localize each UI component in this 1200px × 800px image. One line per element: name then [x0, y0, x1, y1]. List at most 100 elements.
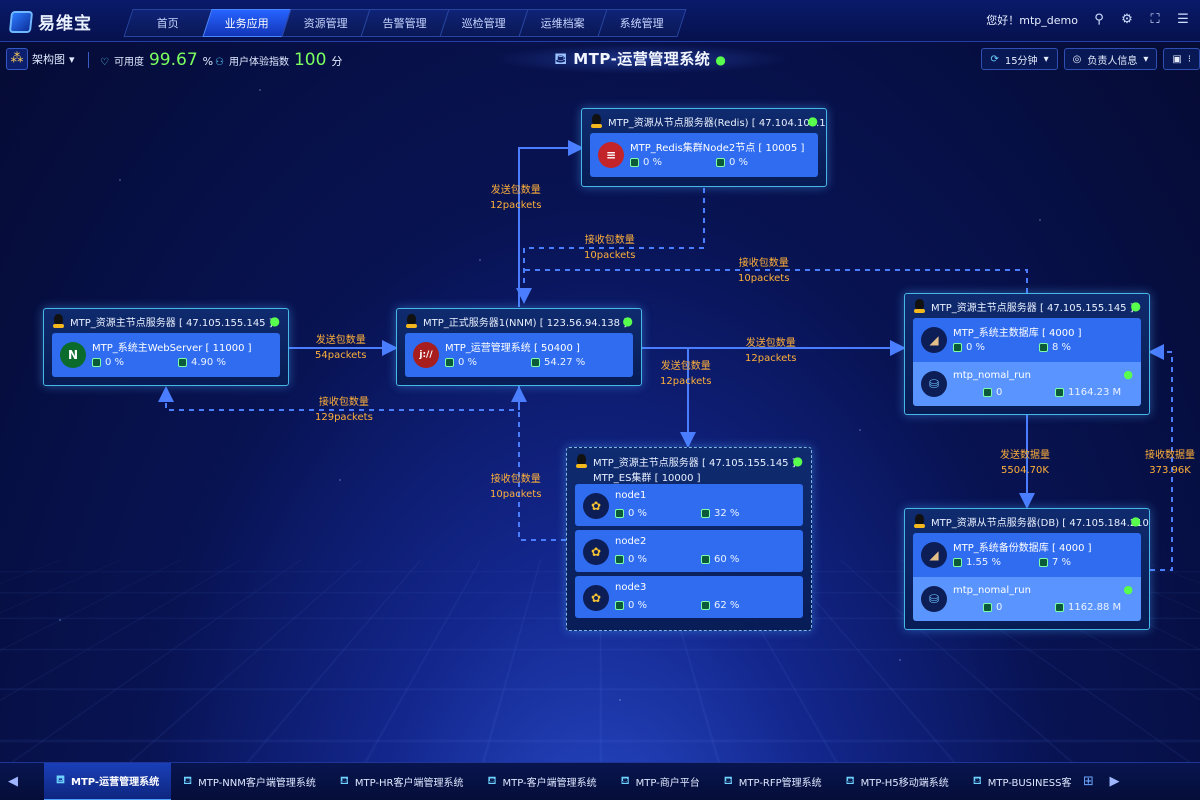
link-label-value: 129packets	[315, 412, 373, 423]
service-card[interactable]: N MTP_系统主WebServer [ 11000 ] 0 % 4.90 %	[52, 333, 280, 377]
service-card[interactable]: ◢ MTP_系统备份数据库 [ 4000 ] 1.55 % 7 %	[913, 533, 1141, 577]
link-label-value: 373.96K	[1149, 465, 1191, 476]
database-icon: ⛁	[921, 371, 947, 397]
scroll-right-icon[interactable]: ▶	[1109, 774, 1120, 789]
bottom-tab[interactable]: ⛾MTP-BUSINESS客	[961, 763, 1076, 800]
node-redis[interactable]: MTP_资源从节点服务器(Redis) [ 47.104.106.1... ● …	[581, 108, 827, 187]
linux-icon	[405, 314, 418, 328]
add-tab-icon[interactable]: ⊞	[1083, 774, 1094, 789]
service-card[interactable]: ◢ MTP_系统主数据库 [ 4000 ] 0 % 8 %	[913, 318, 1141, 362]
cpu-icon	[445, 358, 454, 367]
linux-icon	[913, 514, 926, 528]
node-db-slave[interactable]: MTP_资源从节点服务器(DB) [ 47.105.184.210 ] ● ◢ …	[904, 508, 1150, 630]
link-label-title: 发送包数量	[315, 335, 366, 346]
service-name: MTP_系统主数据库 [ 4000 ]	[953, 328, 1082, 339]
owner-info-button[interactable]: ◎ 负责人信息 ▾	[1063, 48, 1158, 70]
mem-stat: 0 %	[716, 157, 748, 168]
status-bulb-icon: ●	[269, 314, 280, 328]
node-db-master[interactable]: MTP_资源主节点服务器 [ 47.105.155.145 ] ● ◢ MTP_…	[904, 293, 1150, 415]
greeting[interactable]: 您好！mtp_demo	[986, 14, 1078, 27]
mem-stat: 8 %	[1039, 342, 1071, 353]
node-title-group: MTP_资源主节点服务器 [ 47.105.155.145 ] MTP_ES集群…	[593, 454, 796, 484]
mem-stat: 60 %	[701, 554, 739, 565]
availability-value: 99.67	[148, 50, 198, 70]
node-header: MTP_资源主节点服务器 [ 47.105.155.145 ] MTP_ES集群…	[567, 448, 811, 484]
cpu-icon	[615, 555, 624, 564]
arch-view-select[interactable]: ⁂ 架构图 ▾	[6, 48, 75, 70]
elasticsearch-icon: ✿	[583, 493, 609, 519]
node-nnm[interactable]: MTP_正式服务器1(NNM) [ 123.56.94.138 ] ● j://…	[396, 308, 642, 386]
cpu-icon	[615, 601, 624, 610]
service-name: MTP_运营管理系统 [ 50400 ]	[445, 343, 580, 354]
ux-value: 100	[293, 50, 327, 70]
ux-metric: ⚇ 用户体验指数 100 分	[215, 50, 342, 70]
schema-card[interactable]: ⛁ mtp_nomal_run ● 0 1162.88 M	[913, 577, 1141, 621]
redis-icon: ≡	[598, 142, 624, 168]
link-label-title: 接收包数量	[584, 235, 635, 246]
bottom-tab[interactable]: ⛾MTP-HR客户端管理系统	[328, 763, 476, 800]
link-label-title: 发送包数量	[660, 361, 711, 372]
interval-select[interactable]: 15分钟	[1004, 55, 1038, 67]
service-name: MTP_Redis集群Node2节点 [ 10005 ]	[630, 143, 805, 154]
service-name: MTP_系统主WebServer [ 11000 ]	[92, 343, 252, 354]
settings-icon[interactable]: ⚙	[1121, 12, 1133, 27]
es-node-card[interactable]: ✿ node2 0 % 60 %	[575, 530, 803, 572]
database-icon: ⛁	[921, 586, 947, 612]
database-icon: ◢	[921, 327, 947, 353]
cpu-value: 1.55 %	[966, 557, 1001, 568]
link-nnm-redis-send	[518, 140, 584, 307]
bottom-tab[interactable]: ⛾MTP-运营管理系统	[44, 762, 172, 800]
size-value: 1164.23 M	[1068, 387, 1122, 398]
service-name: MTP_系统备份数据库 [ 4000 ]	[953, 543, 1092, 554]
bottom-tab-label: MTP-NNM客户端管理系统	[198, 778, 316, 789]
cpu-value: 0 %	[105, 357, 125, 368]
es-node-name: node1	[615, 490, 647, 501]
bottom-tab[interactable]: ⛾MTP-NNM客户端管理系统	[171, 763, 328, 800]
es-node-card[interactable]: ✿ node3 0 % 62 %	[575, 576, 803, 618]
link-label-value: 12packets	[490, 200, 542, 211]
schema-card[interactable]: ⛁ mtp_nomal_run ● 0 1164.23 M	[913, 362, 1141, 406]
scroll-left-icon[interactable]: ◀	[8, 774, 18, 789]
cpu-stat: 0 %	[615, 600, 647, 611]
refresh-control[interactable]: ⟳ 15分钟 ▾	[981, 48, 1058, 70]
topology-icon: ⁂	[6, 48, 28, 70]
monitor-icon: ⛾	[487, 774, 497, 787]
availability-unit: %	[202, 55, 214, 68]
refresh-icon[interactable]: ⟳	[990, 53, 999, 65]
availability-label: 可用度	[113, 57, 144, 68]
node-title: MTP_资源从节点服务器(Redis) [ 47.104.106.1...	[608, 117, 826, 129]
menu-icon[interactable]: ☰	[1177, 12, 1189, 27]
mem-value: 7 %	[1052, 557, 1072, 568]
pin-icon[interactable]: ⚲	[1094, 12, 1104, 27]
elasticsearch-icon: ✿	[583, 539, 609, 565]
mem-value: 60 %	[714, 554, 740, 565]
user-area: 您好！mtp_demo ⚲ ⚙ ⛶ ☰	[986, 12, 1190, 28]
session-icon	[983, 388, 992, 397]
logo[interactable]: 易维宝	[8, 9, 92, 34]
sessions-stat: 0	[983, 602, 1002, 613]
mem-stat: 32 %	[701, 508, 739, 519]
service-card[interactable]: ≡ MTP_Redis集群Node2节点 [ 10005 ] 0 % 0 %	[590, 133, 818, 177]
bottom-tab[interactable]: ⛾MTP-RFP管理系统	[712, 763, 834, 800]
service-card[interactable]: j:// MTP_运营管理系统 [ 50400 ] 0 % 54.27 %	[405, 333, 633, 377]
ux-unit: 分	[331, 55, 343, 68]
jetty-icon: j://	[413, 342, 439, 368]
database-icon: ◢	[921, 542, 947, 568]
cpu-value: 0 %	[628, 554, 648, 565]
bottom-tab[interactable]: ⛾MTP-商户平台	[609, 763, 712, 800]
bottom-tab[interactable]: ⛾MTP-H5移动端系统	[834, 763, 961, 800]
bottom-tab[interactable]: ⛾MTP-客户端管理系统	[475, 763, 608, 800]
node-web[interactable]: MTP_资源主节点服务器 [ 47.105.155.145 ] ● N MTP_…	[43, 308, 289, 386]
memory-icon	[178, 358, 187, 367]
es-node-name: node2	[615, 536, 647, 547]
node-es-cluster[interactable]: MTP_资源主节点服务器 [ 47.105.155.145 ] MTP_ES集群…	[566, 447, 812, 631]
link-es-nnm-recv	[511, 386, 566, 541]
bottom-tab-label: MTP-BUSINESS客	[987, 778, 1072, 789]
es-node-card[interactable]: ✿ node1 0 % 32 %	[575, 484, 803, 526]
elasticsearch-icon: ✿	[583, 585, 609, 611]
link-dbs-dbm-recv	[1148, 344, 1173, 571]
fullscreen-icon[interactable]: ⛶	[1150, 12, 1160, 27]
